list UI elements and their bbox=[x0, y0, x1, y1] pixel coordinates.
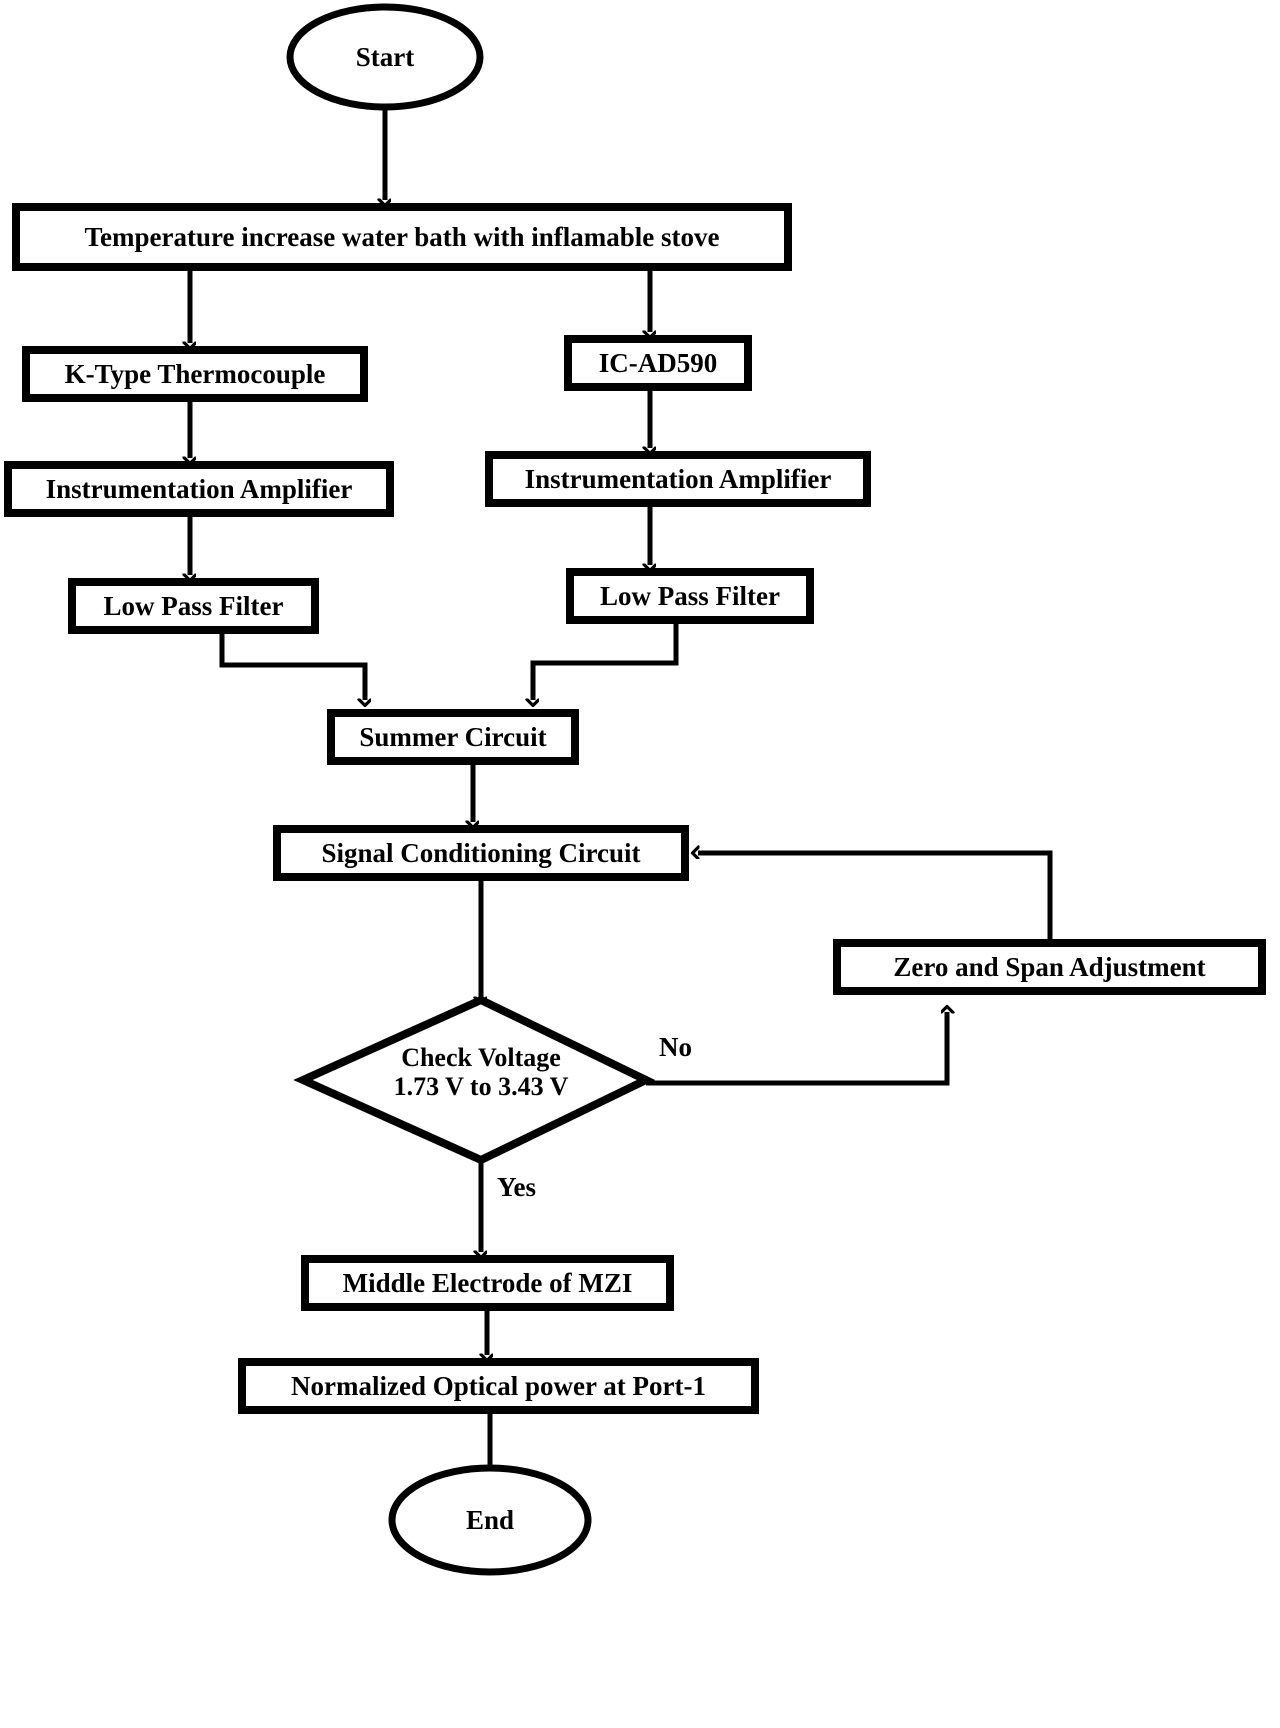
node-power-shape bbox=[238, 1358, 759, 1414]
edge-lpf-left-to-summer bbox=[219, 630, 365, 700]
edge-label-yes: Yes bbox=[497, 1172, 536, 1202]
node-ic-shape bbox=[564, 335, 752, 391]
node-electrode-shape bbox=[301, 1255, 674, 1311]
node-waterbath-shape bbox=[12, 203, 792, 271]
node-instramp-left-shape bbox=[4, 461, 394, 517]
node-zerospan-shape bbox=[833, 939, 1266, 995]
edge-decision-no-to-zerospan bbox=[646, 1012, 947, 1086]
node-thermocouple-shape bbox=[22, 346, 368, 402]
node-decision-shape bbox=[293, 995, 656, 1165]
edge-zerospan-to-signalcond bbox=[698, 853, 1053, 943]
node-start-shape bbox=[286, 3, 484, 111]
node-instramp-right-shape bbox=[485, 451, 871, 507]
node-end-shape bbox=[388, 1464, 592, 1576]
edge-lpf-right-to-summer bbox=[533, 620, 679, 700]
node-signalcond-shape bbox=[273, 825, 689, 881]
node-summer-shape bbox=[327, 709, 579, 765]
node-lpf-right-shape bbox=[566, 568, 814, 624]
node-lpf-left-shape bbox=[68, 578, 319, 634]
edge-label-no: No bbox=[659, 1032, 692, 1062]
